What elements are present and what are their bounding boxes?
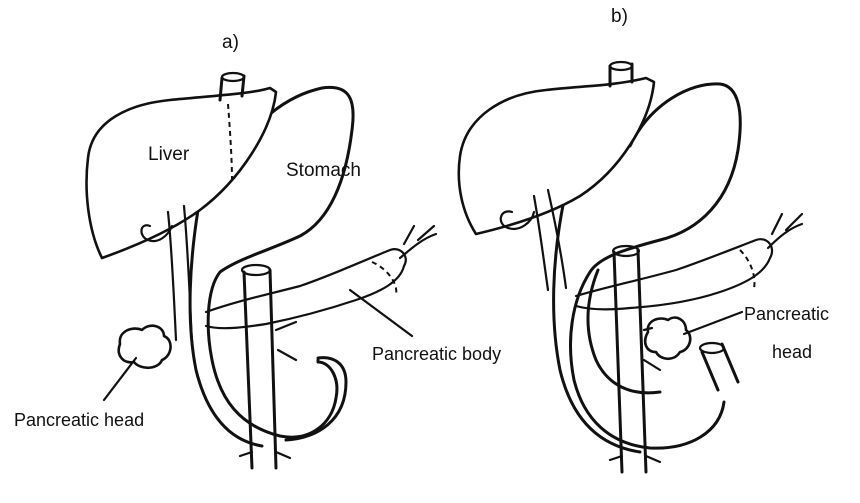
panel-a-pancreatic-body: [206, 249, 406, 328]
panel-a: a) Liver Stomach Pancreatic body Pancrea…: [14, 32, 501, 468]
panel-a-liver-label: Liver: [148, 144, 190, 165]
panel-b-esophagus-top: [610, 62, 632, 70]
panel-b-pancreatic-head: [645, 318, 690, 359]
panel-a-pancreatic-head-label: Pancreatic head: [14, 410, 144, 430]
panel-b-pancreatic-head-label-2: head: [772, 342, 812, 362]
panel-b-splenic-vessel: [768, 214, 802, 248]
panel-b-liver: [459, 78, 654, 234]
panel-a-body-leader: [350, 290, 412, 336]
panel-a-pancreatic-head: [119, 326, 171, 368]
panel-a-esophagus-top: [222, 73, 244, 81]
panel-a-head-leader: [104, 358, 136, 400]
panel-a-liver: [87, 88, 276, 258]
panel-a-splenic-vessel: [400, 226, 436, 258]
panel-a-stomach-label: Stomach: [286, 160, 361, 181]
panel-b-pancreatic-head-label-1: Pancreatic: [744, 304, 829, 324]
panel-a-label: a): [222, 32, 239, 53]
panel-a-aorta-top: [242, 265, 270, 275]
panel-b: b) Pancreatic head: [459, 6, 829, 472]
panel-b-pancreatic-body: [576, 239, 772, 309]
panel-a-pancreatic-body-label: Pancreatic body: [372, 344, 501, 364]
panel-b-duodenal-tube-top: [700, 343, 724, 353]
panel-b-stomach-inner: [554, 200, 640, 452]
panel-b-head-leader: [684, 312, 742, 334]
panel-b-label: b): [611, 6, 628, 27]
